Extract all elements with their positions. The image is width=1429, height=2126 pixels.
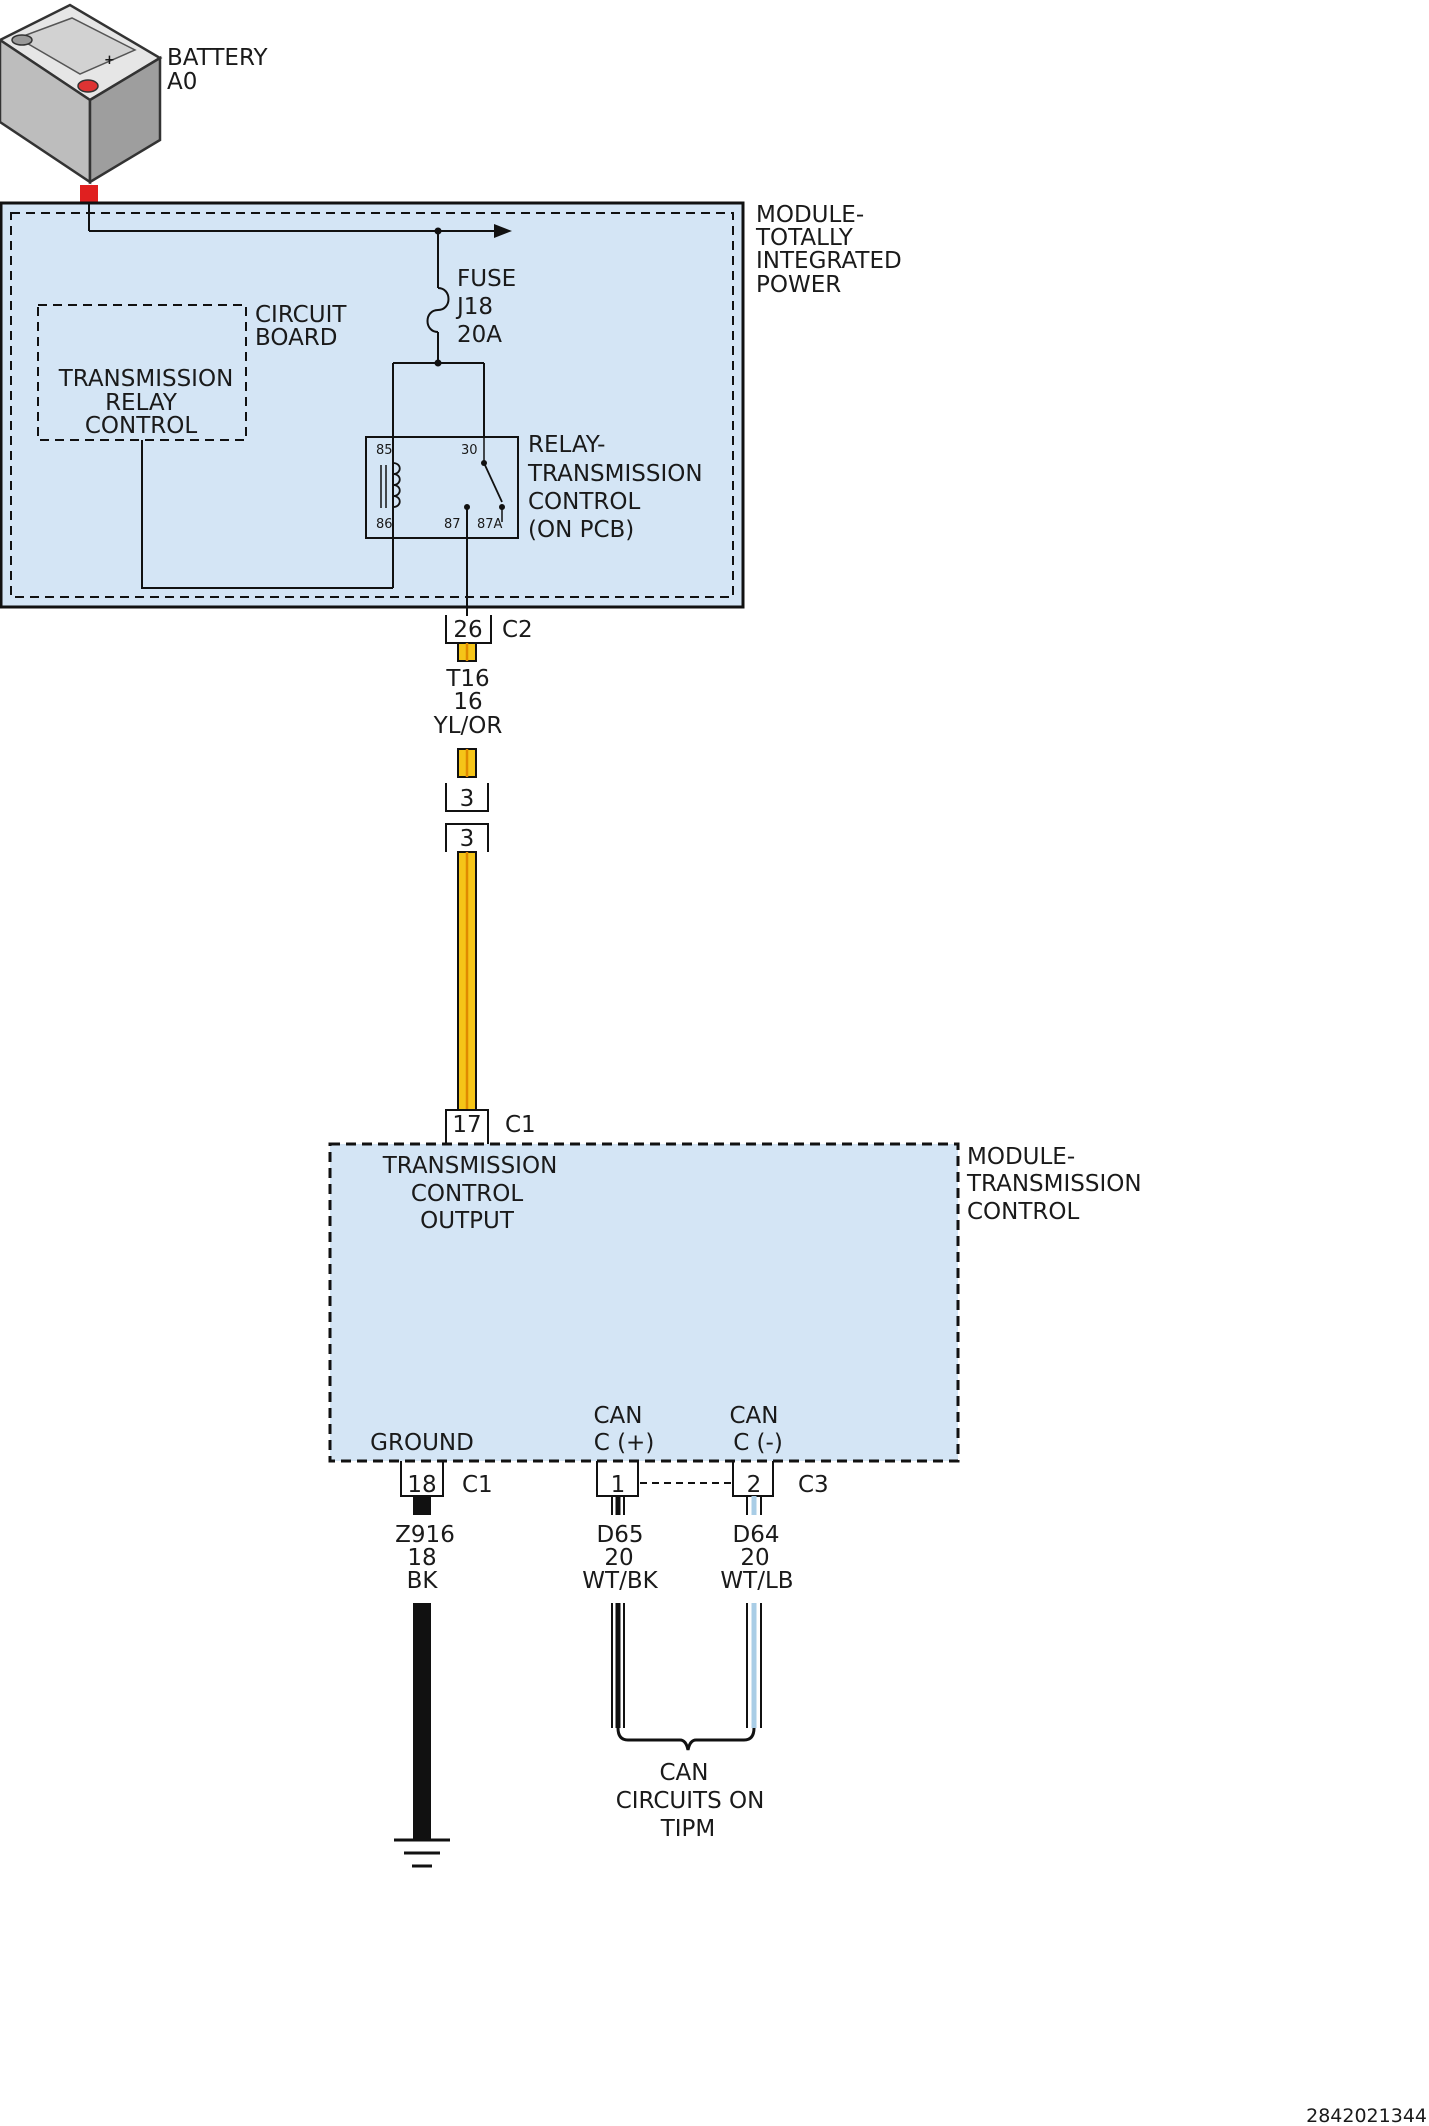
relay-line-2: TRANSMISSION [527,461,703,487]
wire-z916-circuit: Z916 [395,1522,455,1548]
tipm-name-line-3: INTEGRATED [756,248,902,274]
fuse-rating: 20A [457,322,502,348]
can-connector-name: C3 [798,1472,829,1498]
wire-d65-color: WT/BK [582,1568,658,1594]
tcm-name-line-1: MODULE- [967,1144,1075,1170]
relay-line-4: (ON PCB) [528,517,634,543]
battery-id: A0 [167,69,197,95]
circuit-board-line-1: CIRCUIT [255,302,347,328]
tcm-name-line-3: CONTROL [967,1199,1080,1225]
inline-connector-upper-pin: 3 [460,786,475,812]
can-connector-pin-minus: 2 [747,1472,762,1498]
wire-d64-gauge: 20 [740,1545,769,1571]
tcm-can-minus-line-1: CAN [730,1403,779,1429]
inline-connector-lower [445,823,489,852]
connector-c2-name: C2 [502,617,533,643]
tcm-can-minus-line-2: C (-) [733,1430,783,1456]
can-note-line-2: CIRCUITS ON [616,1788,765,1814]
tcm-can-plus-line-2: C (+) [594,1430,655,1456]
ground-connector-name: C1 [462,1472,493,1498]
tcm-input-connector: C1 [505,1112,536,1138]
bus-bar-arrow [494,224,512,238]
tipm-name-line-1: MODULE- [756,202,864,228]
tipm-name-line-2: TOTALLY [755,225,854,251]
relay-line-1: RELAY- [528,432,605,458]
battery-icon: + [0,3,163,185]
wire-d65-circuit: D65 [597,1522,644,1548]
wire-t16-circuit: T16 [445,666,489,692]
wire-z916-gauge: 18 [407,1545,436,1571]
wire-d65-upper [611,1496,625,1515]
svg-text:+: + [104,53,115,68]
inline-connector-lower-pin: 3 [460,826,475,852]
fuse-id: J18 [455,294,493,320]
tcm-output-line-2: CONTROL [411,1181,524,1207]
wire-z916-upper [413,1496,431,1515]
tcm-name-line-2: TRANSMISSION [966,1171,1142,1197]
relay-switch-arm [483,462,503,503]
circuit-board-line-2: BOARD [255,325,338,351]
wire-d65-lower [611,1603,625,1728]
connector-c2-pin: 26 [453,617,482,643]
wire-d65-gauge: 20 [604,1545,633,1571]
tcm-can-plus-line-1: CAN [594,1403,643,1429]
fuse-label: FUSE [457,266,516,292]
relay-line-3: CONTROL [528,489,641,515]
relay-control-wire [141,440,393,589]
ground-symbol-icon [394,1838,450,1868]
wire-t16-color: YL/OR [433,713,503,739]
wire-d64-upper [746,1496,762,1515]
tipm-module-box [0,201,745,609]
ground-connector-pin: 18 [407,1472,436,1498]
relay-pin-87: 87 [444,517,461,532]
tcm-connector-c1-pin-17 [445,1109,489,1144]
relay-pin-30: 30 [461,443,478,458]
wire-d64-circuit: D64 [733,1522,780,1548]
relay-control-line-3: CONTROL [85,413,198,439]
relay-pin-87a: 87A [477,517,503,532]
tcm-output-line-3: OUTPUT [420,1208,515,1234]
figure-id: 2842021344 [1306,2105,1427,2126]
wire-d64-color: WT/LB [720,1568,793,1594]
can-note-line-1: CAN [660,1760,709,1786]
tcm-module-box [328,1142,960,1463]
inline-connector-upper [445,783,489,812]
wire-z916-lower [413,1603,431,1839]
relay-coil-symbol [392,462,401,508]
tcm-input-pin: 17 [452,1112,481,1138]
can-brace [616,1727,756,1751]
can-note-line-3: TIPM [660,1816,716,1842]
relay-box [365,436,519,539]
wire-z916-color: BK [407,1568,439,1594]
relay-pin-86: 86 [376,517,393,532]
wire-d64-lower [746,1603,762,1728]
wire-t16 [457,642,477,1111]
can-connector-pin-plus: 1 [611,1472,626,1498]
tipm-name-line-4: POWER [756,272,841,298]
circuit-board-box [37,304,247,441]
tipm-inner-boundary [10,212,734,598]
relay-control-line-1: TRANSMISSION [58,366,234,392]
battery-name: BATTERY [167,45,268,71]
tcm-ground-label: GROUND [370,1430,474,1456]
fuse-symbol [426,287,450,333]
relay-pin-85: 85 [376,443,393,458]
relay-control-line-2: RELAY [105,390,178,416]
wire-t16-gauge: 16 [453,689,482,715]
battery-terminal [80,185,98,203]
tcm-output-line-1: TRANSMISSION [382,1153,558,1179]
